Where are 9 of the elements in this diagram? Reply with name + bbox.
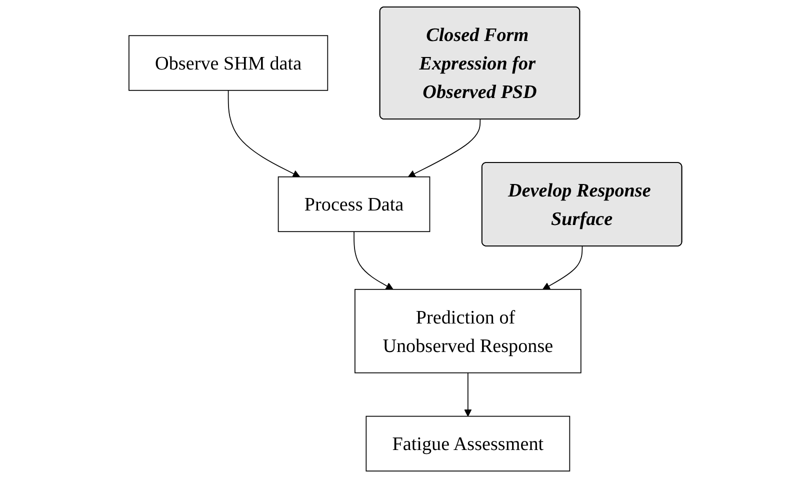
arrow <box>464 372 472 417</box>
arrow <box>408 119 481 178</box>
arrow <box>354 231 394 290</box>
arrow <box>542 246 583 290</box>
node-box: Observe SHM data <box>128 35 328 91</box>
node-box: Prediction of Unobserved Response <box>354 288 582 374</box>
arrow <box>228 90 300 178</box>
node-box: Fatigue Assessment <box>366 416 570 472</box>
node-box: Process Data <box>278 176 430 232</box>
